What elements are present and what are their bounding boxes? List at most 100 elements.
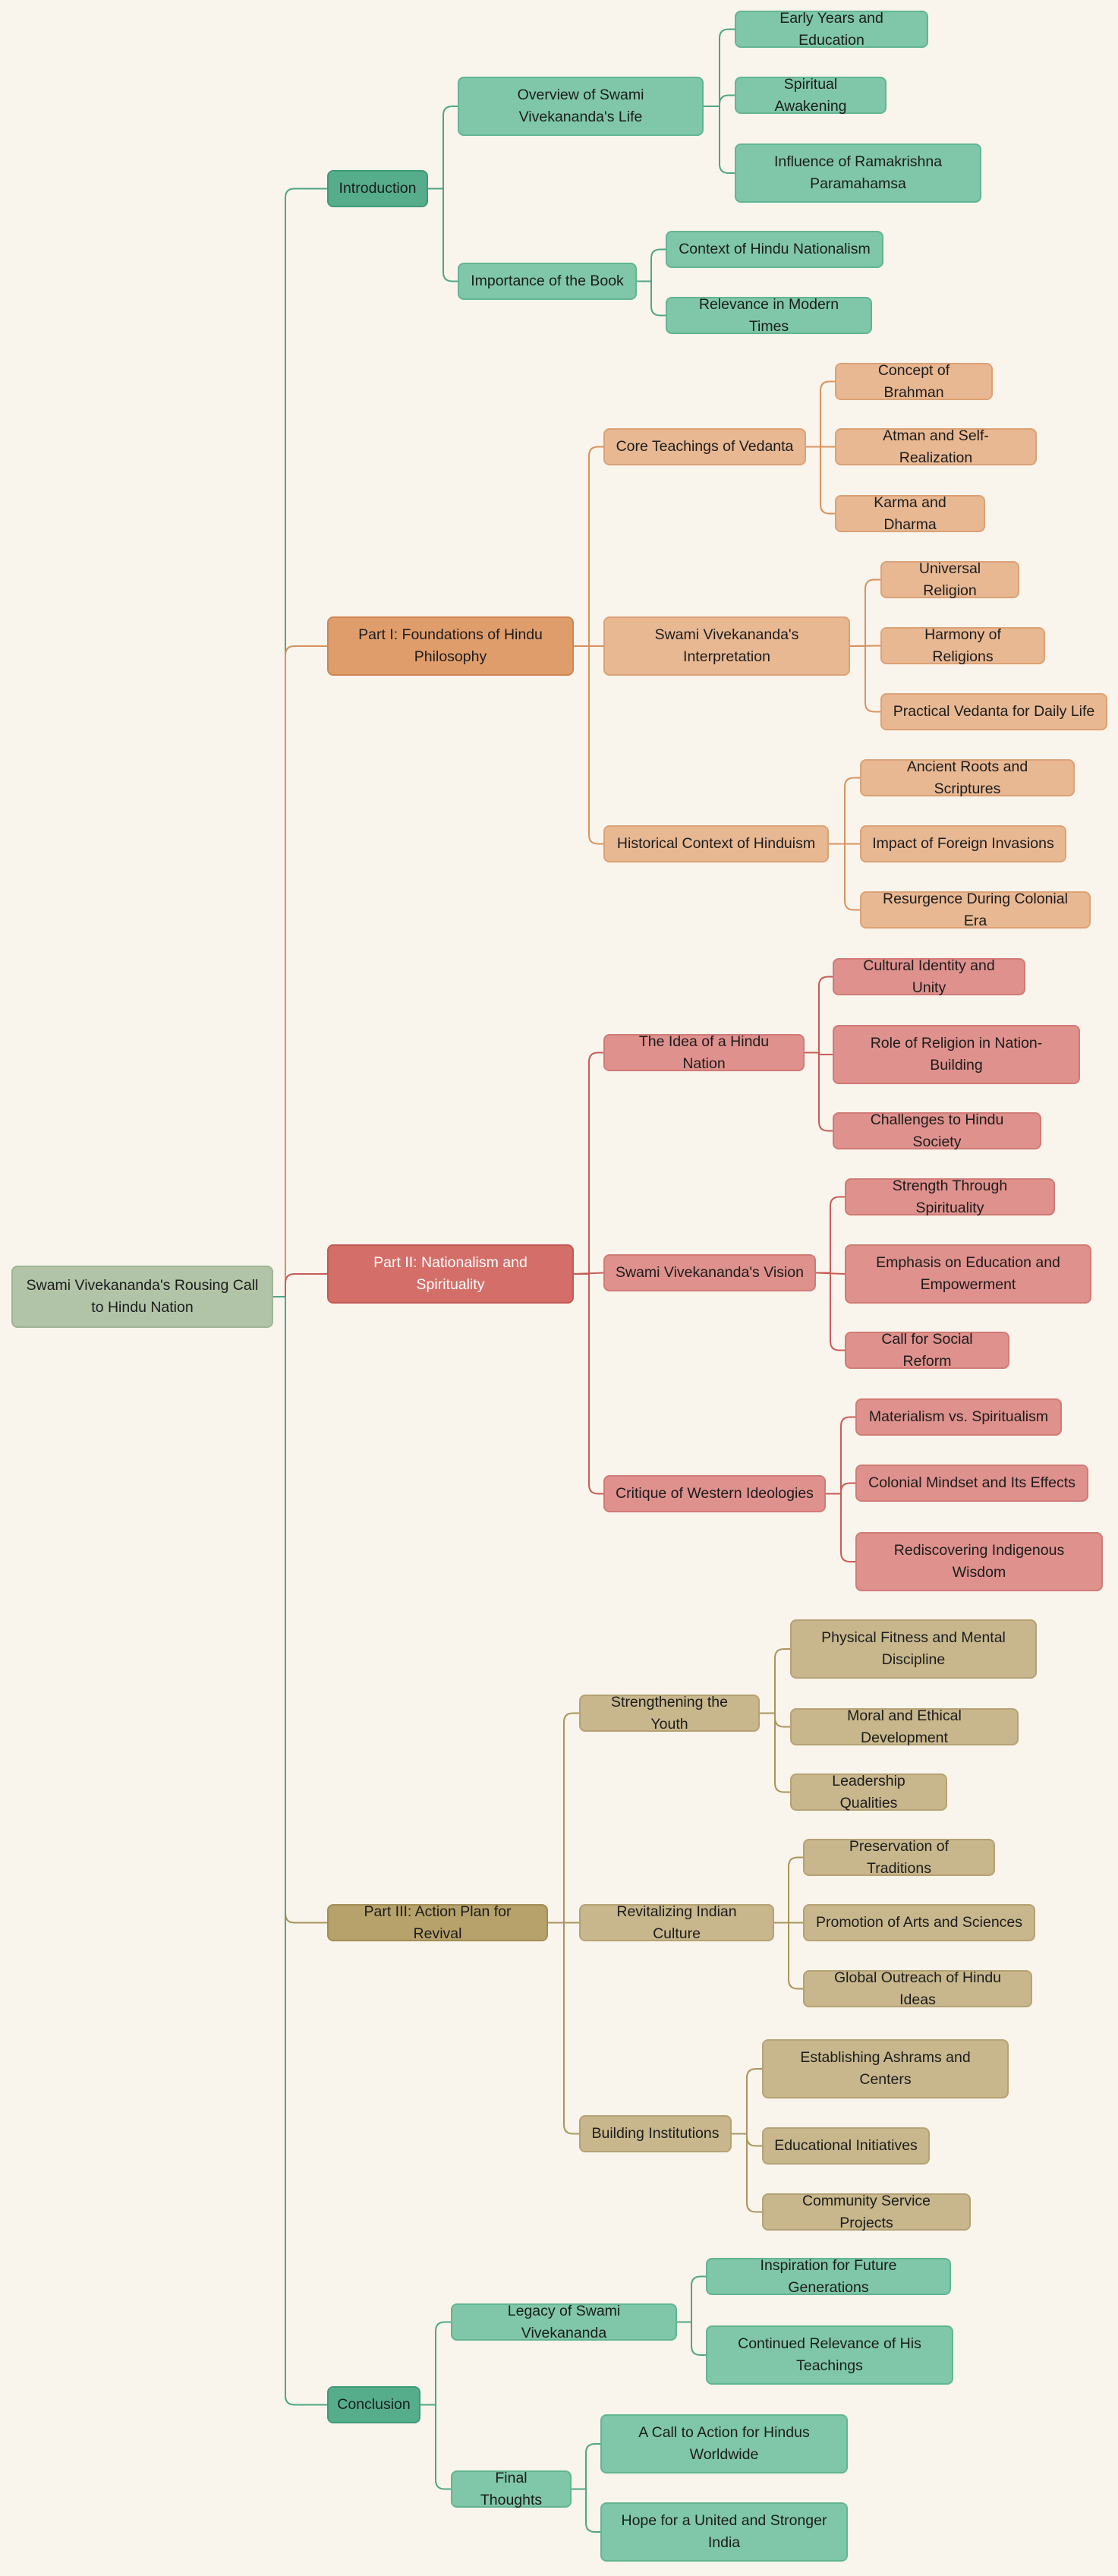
leaf-node: Physical Fitness and Mental Discipline (790, 1619, 1037, 1679)
leaf-node: Harmony of Religions (880, 626, 1045, 665)
connector-line (806, 446, 835, 515)
connector-line (574, 645, 603, 845)
topic-node: Importance of the Book (458, 263, 637, 300)
connector-line (829, 777, 860, 845)
connector-line (805, 1052, 833, 1132)
branch-conclusion: Conclusion (327, 2386, 420, 2423)
connector-line (572, 2443, 600, 2490)
leaf-node: Early Years and Education (735, 10, 928, 49)
root-node: Swami Vivekananda's Rousing Call to Hind… (11, 1266, 273, 1328)
leaf-node: A Call to Action for Hindus Worldwide (600, 2414, 848, 2474)
topic-node: Swami Vivekananda's Vision (603, 1254, 816, 1291)
connector-line (273, 1296, 327, 2406)
connector-line (826, 1482, 855, 1495)
leaf-node: Colonial Mindset and Its Effects (855, 1465, 1088, 1502)
topic-node: Critique of Western Ideologies (603, 1475, 826, 1512)
topic-node: Core Teachings of Vedanta (603, 428, 806, 465)
connector-line (420, 2404, 451, 2490)
connector-line (572, 2488, 600, 2533)
branch-part-1: Part I: Foundations of Hindu Philosophy (327, 616, 574, 676)
connector-line (816, 1196, 845, 1274)
leaf-node: Ancient Roots and Scriptures (860, 758, 1075, 797)
leaf-node: Concept of Brahman (835, 362, 993, 401)
branch-part-3: Part III: Action Plan for Revival (327, 1903, 548, 1942)
leaf-node: Context of Hindu Nationalism (666, 231, 883, 268)
leaf-node: Universal Religion (880, 560, 1019, 599)
connector-line (548, 1922, 579, 2135)
connector-line (732, 2068, 762, 2135)
leaf-node: Community Service Projects (762, 2193, 971, 2231)
branch-part-2: Part II: Nationalism and Spirituality (327, 1244, 574, 1304)
connector-line (574, 1052, 603, 1275)
leaf-node: Practical Vedanta for Daily Life (880, 693, 1107, 730)
leaf-node: Rediscovering Indigenous Wisdom (855, 1532, 1103, 1591)
connector-line (850, 579, 880, 647)
connector-line (428, 188, 458, 282)
connector-line (548, 1712, 579, 1924)
connector-line (760, 1712, 790, 1793)
leaf-node: Leadership Qualities (790, 1773, 947, 1811)
leaf-node: Strength Through Spirituality (845, 1178, 1055, 1216)
connector-line (273, 188, 327, 1297)
leaf-node: Continued Relevance of His Teachings (706, 2325, 953, 2385)
leaf-node: Establishing Ashrams and Centers (762, 2039, 1009, 2098)
connector-line (273, 1273, 327, 1297)
connector-line (428, 106, 458, 190)
branch-introduction: Introduction (327, 170, 428, 207)
leaf-node: Educational Initiatives (762, 2127, 930, 2165)
leaf-node: Role of Religion in Nation-Building (833, 1025, 1080, 1084)
connector-line (273, 645, 327, 1297)
topic-node: Swami Vivekananda's Interpretation (603, 616, 850, 676)
connector-line (704, 106, 735, 174)
topic-node: Revitalizing Indian Culture (579, 1903, 774, 1942)
connector-line (826, 1493, 855, 1562)
topic-node: The Idea of a Hindu Nation (603, 1033, 805, 1072)
topic-node: Legacy of Swami Vivekananda (451, 2303, 677, 2341)
connector-line (704, 28, 735, 107)
leaf-node: Relevance in Modern Times (666, 296, 872, 335)
connector-line (760, 1648, 790, 1714)
connector-line (829, 843, 860, 911)
leaf-node: Materialism vs. Spiritualism (855, 1398, 1062, 1436)
connector-line (826, 1416, 855, 1495)
leaf-node: Karma and Dharma (835, 494, 985, 533)
leaf-node: Cultural Identity and Unity (833, 957, 1025, 996)
connector-line (677, 2275, 706, 2323)
topic-node: Building Institutions (579, 2115, 732, 2152)
leaf-node: Emphasis on Education and Empowerment (845, 1244, 1091, 1304)
connector-line (637, 248, 666, 282)
leaf-node: Preservation of Traditions (803, 1838, 995, 1877)
topic-node: Final Thoughts (451, 2470, 572, 2508)
connector-line (574, 1273, 603, 1495)
connector-line (704, 94, 735, 107)
leaf-node: Influence of Ramakrishna Paramahamsa (735, 143, 981, 203)
connector-line (677, 2321, 706, 2356)
leaf-node: Atman and Self-Realization (835, 427, 1037, 466)
connector-line (732, 2133, 762, 2213)
connector-line (774, 1856, 803, 1924)
connector-line (850, 645, 880, 713)
leaf-node: Hope for a United and Stronger India (600, 2502, 848, 2562)
leaf-node: Spiritual Awakening (735, 76, 887, 115)
leaf-node: Call for Social Reform (845, 1331, 1009, 1370)
leaf-node: Moral and Ethical Development (790, 1707, 1019, 1746)
connector-line (806, 380, 835, 448)
leaf-node: Resurgence During Colonial Era (860, 891, 1091, 929)
connector-line (816, 1272, 845, 1351)
connector-line (273, 1296, 327, 1924)
leaf-node: Promotion of Arts and Sciences (803, 1904, 1035, 1941)
connector-line (637, 280, 666, 317)
leaf-node: Challenges to Hindu Society (833, 1111, 1041, 1150)
leaf-node: Impact of Foreign Invasions (860, 825, 1066, 862)
leaf-node: Global Outreach of Hindu Ideas (803, 1969, 1032, 2008)
connector-line (574, 446, 603, 647)
connector-line (420, 2321, 451, 2406)
topic-node: Strengthening the Youth (579, 1694, 760, 1733)
topic-node: Overview of Swami Vivekananda's Life (458, 77, 704, 136)
topic-node: Historical Context of Hinduism (603, 825, 829, 862)
connector-line (774, 1922, 803, 1990)
connector-line (805, 976, 833, 1054)
leaf-node: Inspiration for Future Generations (706, 2257, 951, 2296)
